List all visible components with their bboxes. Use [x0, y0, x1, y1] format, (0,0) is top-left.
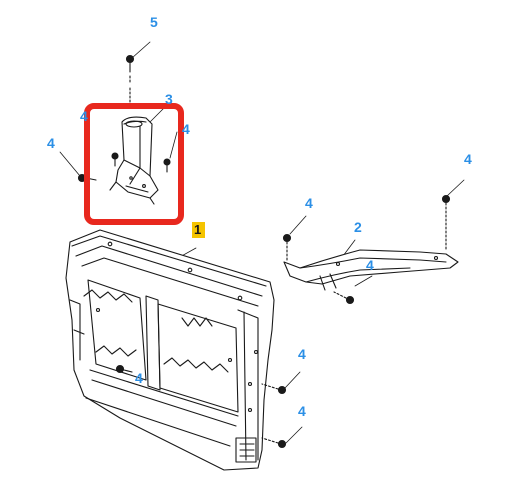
- screw-part2-right[interactable]: [441, 194, 451, 251]
- primary-part-highlight: [192, 222, 205, 238]
- callout-2[interactable]: 2: [354, 219, 362, 235]
- screw-bracket-right[interactable]: [163, 158, 171, 173]
- callout-5[interactable]: 5: [150, 14, 158, 30]
- callout-1[interactable]: 1: [194, 222, 202, 237]
- screw-part2-left[interactable]: [282, 233, 292, 263]
- screw-part2-bottom[interactable]: [333, 291, 355, 305]
- screw-frame-center[interactable]: [115, 364, 133, 374]
- callout-4-frame-right-upper[interactable]: 4: [298, 346, 306, 362]
- callout-4-bracket-left[interactable]: 4: [80, 108, 88, 124]
- screw-bracket-left[interactable]: [111, 152, 119, 167]
- focus-highlight-box: [84, 103, 184, 225]
- callout-4-frame-center[interactable]: 4: [135, 370, 143, 386]
- callout-4-top-right[interactable]: 4: [464, 151, 472, 167]
- side-bracket-part-2[interactable]: [283, 249, 459, 291]
- callout-4-part2-left[interactable]: 4: [305, 195, 313, 211]
- callout-4-part2-center[interactable]: 4: [366, 257, 374, 273]
- callout-4-bracket-right[interactable]: 4: [182, 121, 190, 137]
- bolt-5[interactable]: [125, 54, 135, 105]
- radiator-support-frame-part-1[interactable]: [65, 229, 275, 471]
- screw-frame-right-upper[interactable]: [261, 383, 287, 395]
- upper-bracket-part-3[interactable]: [109, 116, 159, 205]
- callout-4-left-side[interactable]: 4: [47, 135, 55, 151]
- callout-3[interactable]: 3: [165, 91, 173, 107]
- screw-frame-right-lower[interactable]: [261, 437, 287, 449]
- callout-4-frame-right-lower[interactable]: 4: [298, 403, 306, 419]
